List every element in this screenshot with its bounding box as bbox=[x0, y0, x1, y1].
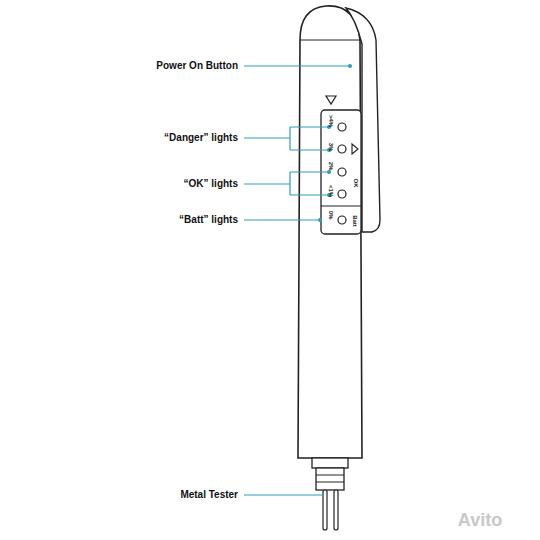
rib bbox=[316, 482, 344, 483]
led bbox=[338, 145, 346, 153]
callout-label: Power On Button bbox=[156, 61, 238, 71]
leader-line bbox=[244, 494, 324, 495]
panel-mark: Batt bbox=[352, 215, 358, 227]
led bbox=[338, 190, 346, 198]
pen-body bbox=[298, 6, 362, 458]
leader-dots bbox=[318, 64, 352, 222]
callout-label: “Batt” lights bbox=[179, 215, 238, 225]
led bbox=[338, 216, 346, 224]
collar bbox=[312, 458, 348, 468]
percent-mark: 2% bbox=[328, 162, 334, 171]
led bbox=[338, 168, 346, 176]
panel-divider bbox=[321, 206, 361, 207]
leader-line bbox=[244, 219, 320, 220]
percent-mark: 3% bbox=[328, 143, 334, 152]
notch bbox=[326, 96, 336, 104]
watermark: Avito bbox=[458, 511, 502, 529]
bracket-leader bbox=[244, 127, 331, 150]
callout-label: Metal Tester bbox=[180, 490, 238, 500]
probe-prong bbox=[334, 490, 338, 530]
percent-mark: 0% bbox=[328, 211, 334, 220]
leader-line bbox=[244, 65, 350, 66]
percent-mark: >4% bbox=[328, 115, 334, 127]
probe-prong bbox=[323, 490, 327, 530]
bracket-leader bbox=[244, 172, 331, 195]
percent-mark: <1% bbox=[328, 185, 334, 197]
rib bbox=[316, 475, 344, 476]
led-panel bbox=[321, 110, 361, 234]
tip-housing bbox=[316, 468, 344, 490]
callout-label: “Danger” lights bbox=[164, 133, 238, 143]
cap-seam bbox=[300, 40, 360, 41]
callout-label: “OK” lights bbox=[184, 179, 238, 189]
warning-triangle bbox=[352, 144, 358, 154]
led bbox=[338, 123, 346, 131]
leader-lines bbox=[244, 66, 350, 495]
panel-mark: OK bbox=[352, 179, 358, 188]
